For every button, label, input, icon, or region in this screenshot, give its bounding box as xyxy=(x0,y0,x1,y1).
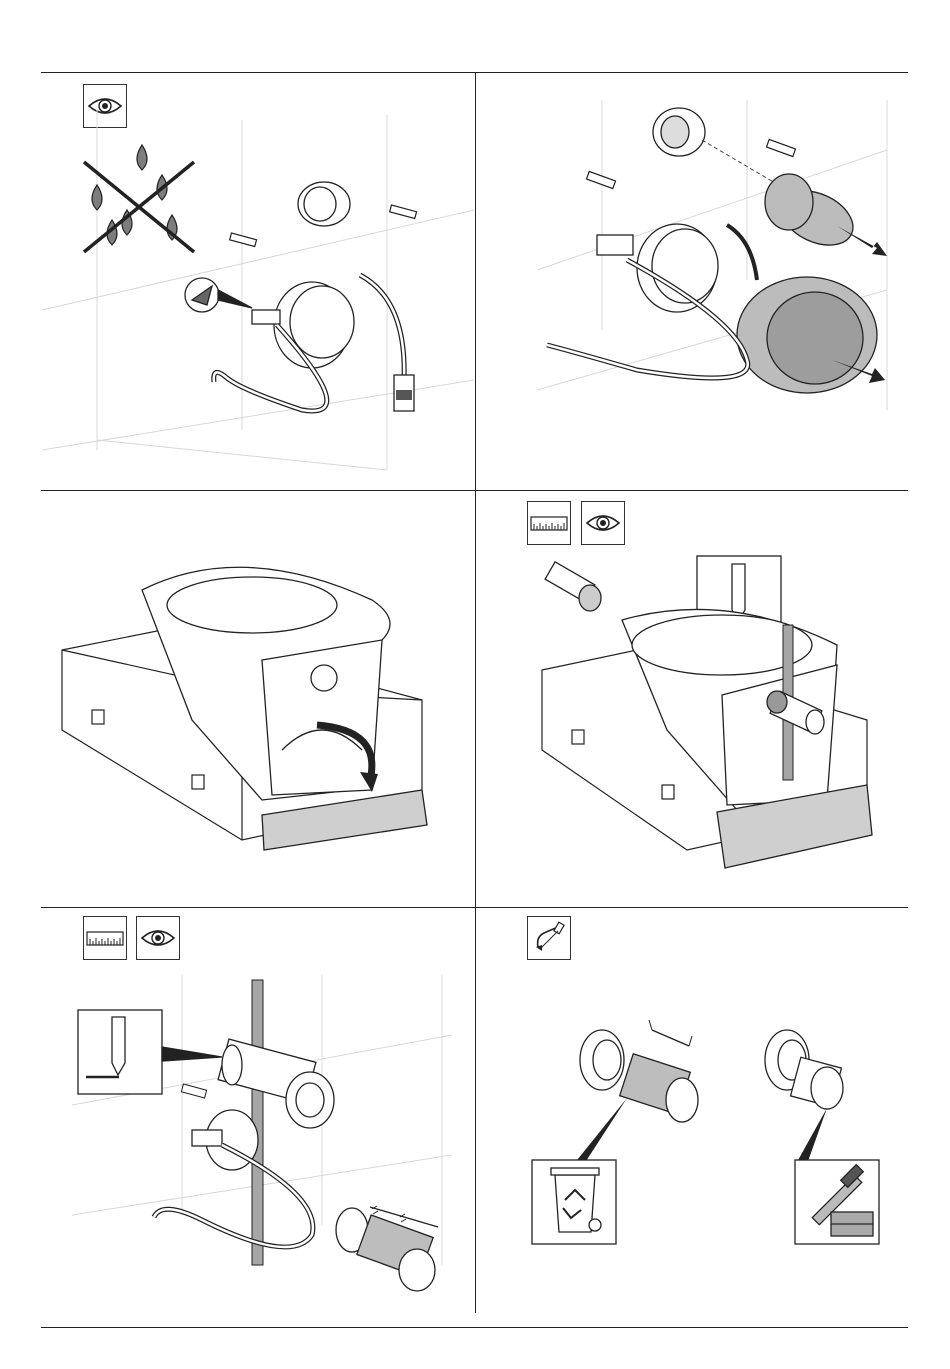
step5-illustration xyxy=(42,965,474,1310)
step2-illustration xyxy=(477,80,907,488)
ruler-icon xyxy=(84,917,126,959)
cut-sleeve-long xyxy=(580,1020,698,1122)
outlet-ring xyxy=(597,224,718,312)
step4-illustration xyxy=(477,550,907,880)
column-divider xyxy=(475,73,476,1313)
removed-sleeve-large xyxy=(737,277,877,393)
callout-pointer-file xyxy=(797,1108,827,1164)
bottom-rule xyxy=(41,1327,908,1328)
file-tool-callout xyxy=(795,1160,879,1244)
hacksaw-icon xyxy=(528,917,570,959)
measured-sleeve xyxy=(336,1206,438,1291)
supply-pipe xyxy=(360,275,404,380)
outlet-cap xyxy=(653,108,705,156)
recycle-bin-callout xyxy=(532,1160,616,1244)
step5-eye-badge xyxy=(136,916,180,960)
step4-eye-badge xyxy=(581,501,625,545)
removed-sleeve-small xyxy=(765,174,862,256)
eye-icon xyxy=(582,502,624,544)
outlet-cap xyxy=(298,182,350,226)
cut-sleeve-short xyxy=(765,1030,843,1109)
supply-pipe xyxy=(727,225,757,280)
step3-illustration xyxy=(42,560,474,860)
step4-ruler-badge xyxy=(527,501,571,545)
step5-ruler-badge xyxy=(83,916,127,960)
water-drops-crossed xyxy=(84,145,194,252)
step1-illustration xyxy=(42,100,474,488)
screw xyxy=(181,1084,206,1098)
step6-illustration xyxy=(477,1010,907,1250)
eye-icon xyxy=(137,917,179,959)
wall-grid xyxy=(42,110,474,470)
step6-hacksaw-badge xyxy=(527,916,571,960)
sleeve-part xyxy=(545,562,601,611)
ruler-icon xyxy=(528,502,570,544)
